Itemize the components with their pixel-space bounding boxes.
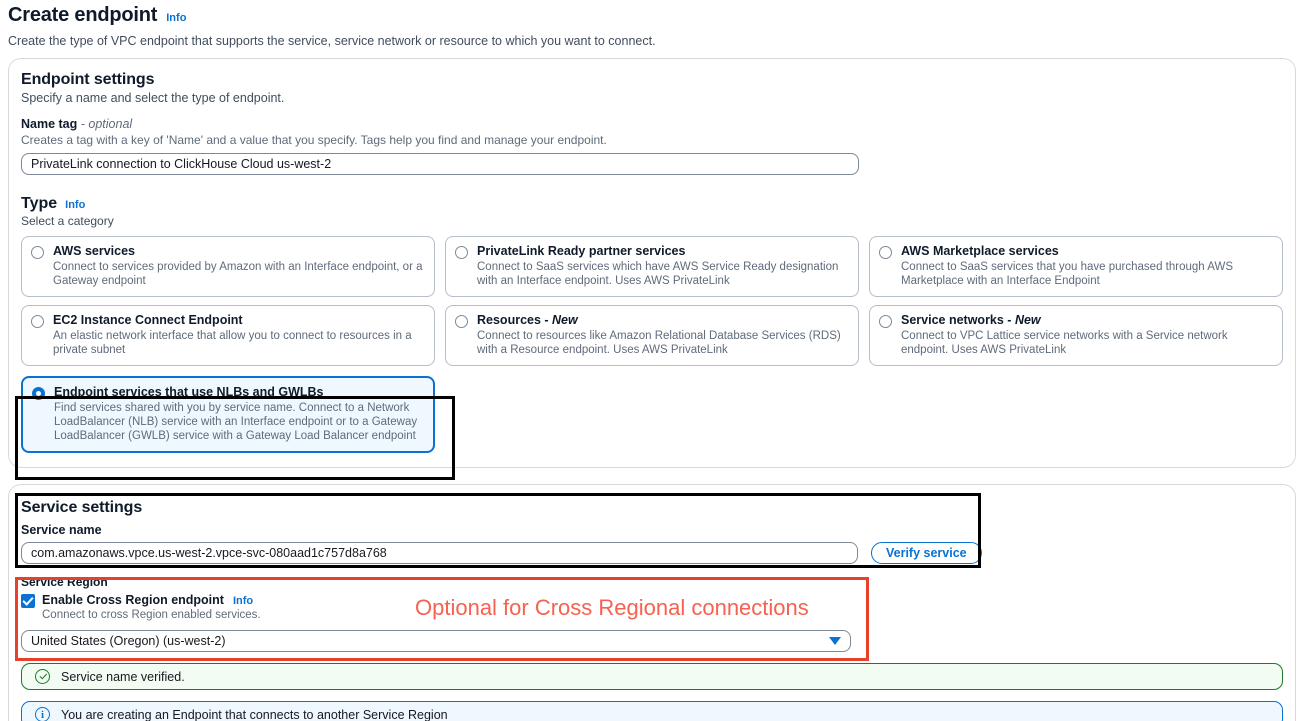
name-tag-label: Name tag - optional	[21, 117, 1283, 131]
type-option-endpoint-services-nlb-gwlb[interactable]: Endpoint services that use NLBs and GWLB…	[21, 376, 435, 453]
page-info-link[interactable]: Info	[166, 12, 187, 24]
option-title: Endpoint services that use NLBs and GWLB…	[54, 385, 324, 399]
name-tag-hint: Creates a tag with a key of 'Name' and a…	[21, 133, 607, 147]
service-settings-title: Service settings	[21, 499, 143, 516]
name-tag-label-text: Name tag	[21, 117, 78, 131]
service-region-label: Service Region	[21, 575, 108, 589]
alert-cross-region-notice: i You are creating an Endpoint that conn…	[21, 701, 1283, 721]
name-tag-optional: - optional	[80, 117, 133, 131]
option-title: EC2 Instance Connect Endpoint	[53, 313, 243, 327]
type-options-grid: AWS services Connect to services provide…	[21, 236, 1283, 453]
type-option-privatelink-ready-partner-services[interactable]: PrivateLink Ready partner services Conne…	[445, 236, 859, 297]
type-sublabel: Select a category	[21, 214, 114, 228]
option-title: AWS services	[53, 244, 135, 258]
cross-region-label-row: Enable Cross Region endpoint Info	[42, 593, 261, 607]
option-description: Connect to VPC Lattice service networks …	[901, 330, 1228, 356]
radio-icon[interactable]	[879, 315, 892, 328]
option-new-badge: New	[552, 313, 578, 327]
page-title: Create endpoint	[8, 4, 158, 26]
service-region-selected-value: United States (Oregon) (us-west-2)	[31, 634, 226, 648]
alert-message: Service name verified.	[61, 669, 185, 684]
service-settings-body: Service settings Service name com.amazon…	[9, 485, 1295, 721]
chevron-down-icon[interactable]	[829, 637, 841, 645]
option-title-text: Service networks -	[901, 313, 1015, 327]
cross-region-info-link[interactable]: Info	[232, 595, 254, 607]
page-title-row: Create endpoint Info	[8, 4, 1296, 27]
radio-icon[interactable]	[31, 315, 44, 328]
option-title: AWS Marketplace services	[901, 244, 1059, 258]
cross-region-label: Enable Cross Region endpoint	[42, 593, 224, 607]
option-new-badge: New	[1014, 313, 1041, 327]
page-header: Create endpoint Info Create the type of …	[0, 0, 1304, 48]
option-title: Service networks - New	[901, 313, 1273, 328]
type-heading-row: Type Info	[21, 195, 1283, 213]
option-description: Connect to services provided by Amazon w…	[53, 261, 423, 287]
alert-service-name-verified: Service name verified.	[21, 663, 1283, 690]
service-region-select[interactable]: United States (Oregon) (us-west-2)	[21, 630, 851, 652]
option-description: Connect to resources like Amazon Relatio…	[477, 330, 841, 356]
check-circle-icon	[35, 669, 50, 684]
service-settings-card: Service settings Service name com.amazon…	[8, 484, 1296, 721]
radio-icon[interactable]	[455, 315, 468, 328]
name-tag-input[interactable]: PrivateLink connection to ClickHouse Clo…	[21, 153, 859, 175]
endpoint-settings-body: Endpoint settings Specify a name and sel…	[9, 59, 1295, 467]
cross-region-description: Connect to cross Region enabled services…	[42, 609, 261, 621]
radio-icon[interactable]	[31, 246, 44, 259]
type-option-aws-marketplace-services[interactable]: AWS Marketplace services Connect to SaaS…	[869, 236, 1283, 297]
radio-icon[interactable]	[879, 246, 892, 259]
checkbox-icon[interactable]	[21, 594, 35, 608]
radio-icon-selected[interactable]	[32, 387, 45, 400]
service-name-input[interactable]: com.amazonaws.vpce.us-west-2.vpce-svc-08…	[21, 542, 858, 564]
service-region-block: Service Region Enable Cross Region endpo…	[21, 575, 1283, 652]
page-description: Create the type of VPC endpoint that sup…	[8, 34, 656, 48]
endpoint-settings-title: Endpoint settings	[21, 71, 155, 88]
endpoint-settings-description: Specify a name and select the type of en…	[21, 91, 285, 105]
service-name-row: com.amazonaws.vpce.us-west-2.vpce-svc-08…	[21, 542, 1283, 564]
alert-message: You are creating an Endpoint that connec…	[61, 707, 448, 721]
option-title-text: Resources -	[477, 313, 553, 327]
type-option-ec2-instance-connect-endpoint[interactable]: EC2 Instance Connect Endpoint An elastic…	[21, 305, 435, 366]
endpoint-settings-card: Endpoint settings Specify a name and sel…	[8, 58, 1296, 480]
radio-icon[interactable]	[455, 246, 468, 259]
option-description: Connect to SaaS services that you have p…	[901, 261, 1233, 287]
option-description: Connect to SaaS services which have AWS …	[477, 261, 839, 287]
option-description: Find services shared with you by service…	[54, 402, 418, 442]
type-label: Type	[21, 195, 58, 212]
info-circle-icon: i	[35, 707, 50, 721]
service-name-label: Service name	[21, 523, 102, 537]
type-option-aws-services[interactable]: AWS services Connect to services provide…	[21, 236, 435, 297]
type-option-service-networks[interactable]: Service networks - New Connect to VPC La…	[869, 305, 1283, 366]
option-title: Resources - New	[477, 313, 849, 328]
type-option-resources[interactable]: Resources - New Connect to resources lik…	[445, 305, 859, 366]
type-info-link[interactable]: Info	[65, 199, 86, 211]
verify-service-button[interactable]: Verify service	[871, 542, 982, 564]
option-title: PrivateLink Ready partner services	[477, 244, 686, 258]
option-description: An elastic network interface that allow …	[53, 330, 412, 356]
cross-region-checkbox-row[interactable]: Enable Cross Region endpoint Info Connec…	[21, 593, 1283, 621]
